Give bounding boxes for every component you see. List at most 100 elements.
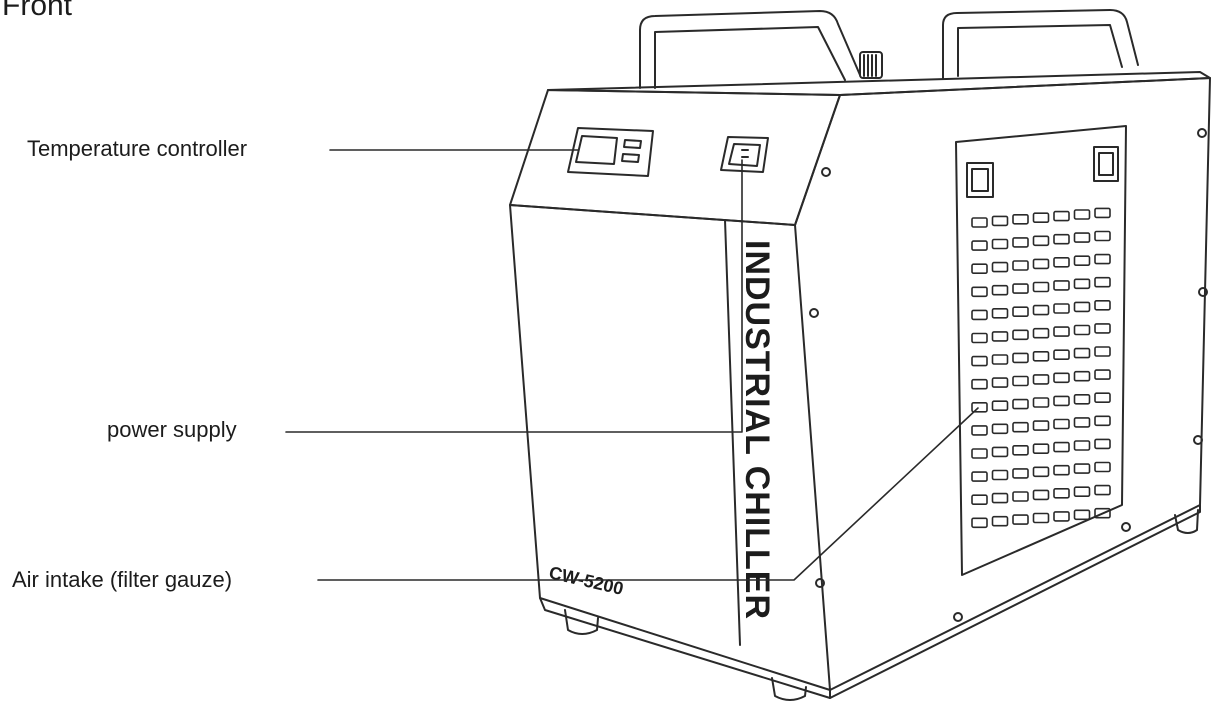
vent-slot	[1073, 255, 1091, 267]
vent-slot	[1012, 260, 1029, 271]
vent-slot	[991, 515, 1009, 527]
vent-slot	[971, 355, 988, 367]
power-switch	[720, 136, 769, 173]
vent-slot	[1032, 235, 1050, 247]
vent-slot	[1032, 489, 1050, 501]
vent-slot	[991, 400, 1009, 412]
vent-slot	[971, 286, 988, 298]
vent-slot	[991, 446, 1009, 458]
vent-slot	[1094, 230, 1111, 242]
vent-slot	[1012, 352, 1029, 364]
vent-slot	[991, 423, 1009, 435]
vent-slot	[1012, 491, 1029, 502]
vent-slot	[1094, 438, 1111, 450]
vent-slot	[1032, 258, 1050, 270]
vent-slot	[1053, 349, 1070, 361]
vent-slot	[971, 217, 988, 228]
label-air-intake: Air intake (filter gauze)	[12, 567, 233, 592]
vent-slot	[1073, 509, 1091, 521]
vent-slot	[971, 494, 988, 506]
vent-slot	[1053, 418, 1070, 430]
vent-slot	[1094, 323, 1111, 334]
vent-slot	[1073, 347, 1091, 359]
vent-slot	[991, 377, 1009, 388]
vent-slot	[1053, 487, 1070, 499]
vent-slot	[1012, 421, 1029, 433]
vent-slot	[1073, 209, 1091, 220]
vent-slot	[1094, 346, 1111, 357]
leader-air-intake	[317, 407, 979, 581]
vent-slot	[1032, 466, 1050, 478]
vent-slot	[1094, 507, 1111, 519]
vent-slot	[1073, 324, 1091, 336]
vent-slot	[1094, 461, 1111, 473]
temperature-controller-unit	[567, 127, 654, 177]
chiller-body	[509, 71, 1211, 699]
vent-slot	[971, 332, 988, 344]
vent-slot	[1094, 299, 1111, 311]
vent-slot	[1012, 329, 1029, 341]
vent-slot	[1053, 210, 1070, 222]
vent-slot	[1053, 256, 1070, 268]
vent-slot	[1073, 393, 1091, 405]
vent-slot	[1012, 283, 1029, 294]
vent-slot	[1032, 212, 1050, 223]
vent-slot	[971, 309, 988, 321]
leader-lines	[285, 149, 979, 581]
vent-slot	[971, 425, 988, 436]
vent-slot	[1032, 281, 1050, 293]
vent-slot	[1073, 417, 1091, 428]
vent-slot	[971, 263, 988, 275]
view-title: Front	[2, 0, 73, 22]
vent-slot	[1094, 253, 1111, 265]
vent-slot	[1094, 392, 1111, 404]
vent-slot	[991, 284, 1009, 296]
vent-slot	[1053, 395, 1070, 407]
vent-slot	[1073, 486, 1091, 498]
air-intake-grille	[955, 125, 1127, 576]
vent-slot	[1012, 214, 1029, 225]
vent-slot	[971, 448, 988, 459]
vent-slot	[1032, 374, 1050, 385]
vent-slot	[1094, 484, 1111, 496]
vent-slot	[1012, 375, 1029, 387]
vent-slot	[1094, 415, 1111, 427]
vent-slot	[1053, 303, 1070, 314]
vent-slot	[1032, 350, 1050, 362]
vent-slot	[1053, 441, 1070, 453]
vent-slot	[1032, 420, 1050, 431]
vent-slot	[1053, 464, 1070, 476]
feet	[564, 509, 1199, 701]
vent-slot	[1053, 233, 1070, 245]
vent-slot	[991, 307, 1009, 319]
vent-slot	[1094, 369, 1111, 380]
vent-slot	[991, 331, 1009, 342]
vent-slot	[971, 240, 988, 251]
vent-slot	[1032, 327, 1050, 339]
vent-slot	[1012, 444, 1029, 456]
vent-slot	[1073, 440, 1091, 451]
vent-slot	[1012, 237, 1029, 248]
vent-slot	[1053, 280, 1070, 291]
vent-slot	[1073, 232, 1091, 243]
vent-slot	[1073, 301, 1091, 313]
top-handles	[639, 9, 1139, 89]
label-temperature-controller: Temperature controller	[27, 136, 248, 161]
vent-slot	[991, 238, 1009, 250]
vent-slot	[971, 517, 988, 529]
vent-slot	[1094, 207, 1111, 219]
vent-slot	[991, 261, 1009, 273]
vent-slot	[1073, 370, 1091, 382]
vent-slot	[1073, 278, 1091, 290]
vent-slot	[1094, 276, 1111, 288]
vent-slot	[991, 215, 1009, 227]
vent-slot	[1012, 306, 1029, 318]
vent-slot	[991, 469, 1009, 481]
vent-slot	[1032, 397, 1050, 408]
vent-slot	[1053, 326, 1070, 337]
top-knob	[859, 51, 883, 79]
vent-slot	[991, 492, 1009, 504]
vent-slot	[1073, 463, 1091, 474]
